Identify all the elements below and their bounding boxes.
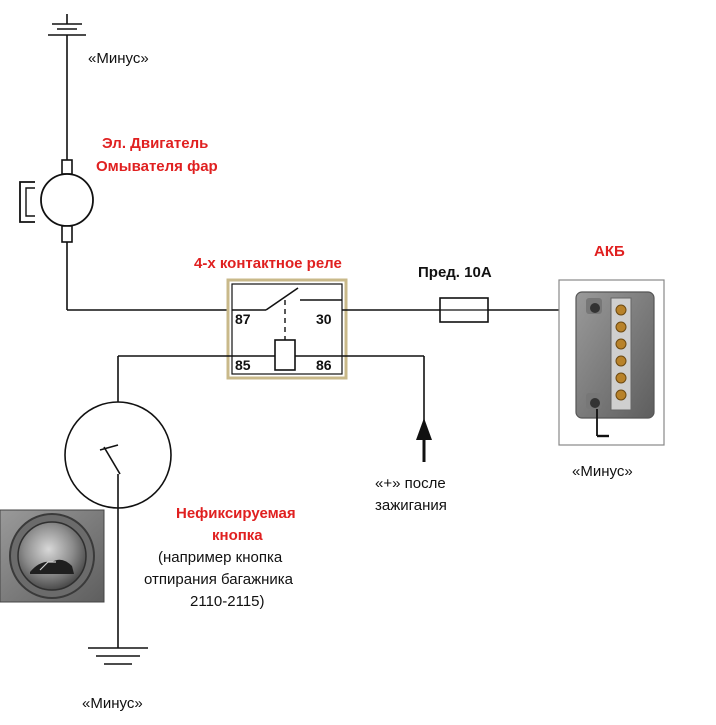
fuse-icon <box>439 297 489 323</box>
button-label-line2: кнопка <box>212 527 263 544</box>
relay-pin-85: 85 <box>235 357 251 373</box>
motor-label-line1: Эл. Двигатель <box>102 135 208 152</box>
ground-symbol-icon <box>48 23 86 36</box>
ignition-label-line1: «+» после <box>375 475 446 492</box>
button-note-line3: 2110-2115) <box>190 593 265 610</box>
motor-label-line2: Омывателя фар <box>96 158 218 175</box>
button-note-line2: отпирания багажника <box>144 571 294 588</box>
battery-icon <box>558 279 665 446</box>
relay-pin-87: 87 <box>235 311 251 327</box>
button-label-line1: Нефиксируемая <box>176 505 296 522</box>
motor-icon <box>19 159 94 243</box>
relay-title: 4-х контактное реле <box>194 255 342 272</box>
ground-symbol-icon <box>88 647 148 665</box>
ignition-label-line2: зажигания <box>375 497 447 514</box>
relay-icon <box>226 278 348 380</box>
relay-pin-86: 86 <box>316 357 332 373</box>
pushbutton-switch-icon <box>64 401 172 509</box>
ground-bottom-label: «Минус» <box>82 695 143 712</box>
fuse-label: Пред. 10А <box>418 264 492 281</box>
arrow-up-icon <box>416 418 432 462</box>
trunk-button-icon <box>0 509 105 603</box>
button-note-line1: (например кнопка <box>158 549 283 566</box>
relay-pin-30: 30 <box>316 311 332 327</box>
battery-label: АКБ <box>594 243 625 260</box>
ground-battery-label: «Минус» <box>572 463 633 480</box>
ground-top-label: «Минус» <box>88 50 149 67</box>
